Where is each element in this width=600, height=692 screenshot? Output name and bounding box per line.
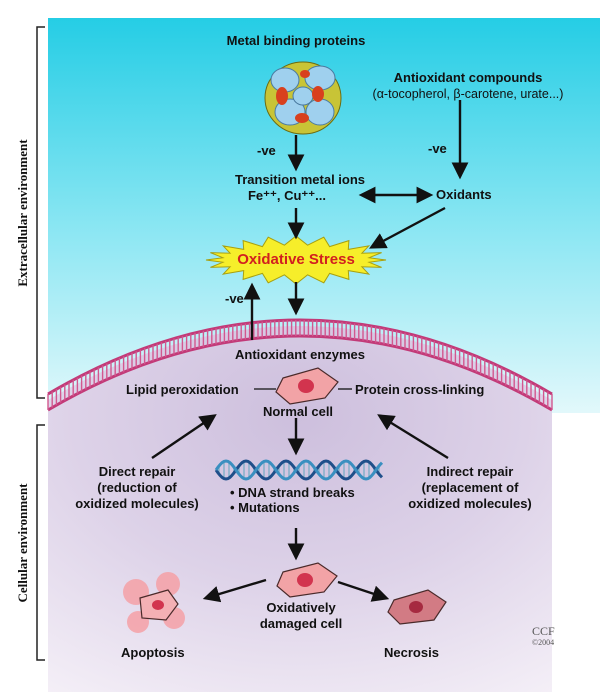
arrow-to-necrosis bbox=[337, 580, 390, 602]
necrosis-label: Necrosis bbox=[384, 645, 439, 660]
oxidatively-damaged-label: Oxidatively bbox=[266, 600, 336, 615]
oxidants-label: Oxidants bbox=[436, 187, 492, 202]
necrotic-cell-icon bbox=[387, 589, 447, 625]
metal-ions-examples-label: Fe⁺⁺, Cu⁺⁺... bbox=[247, 188, 326, 203]
damaged-cell-icon bbox=[276, 562, 338, 598]
antioxidant-enzymes-label: Antioxidant enzymes bbox=[234, 347, 366, 362]
damaged-cell-label: damaged cell bbox=[259, 616, 343, 631]
antioxidant-compounds-label: Antioxidant compounds bbox=[393, 70, 543, 85]
cellular-side-label: Cellular environment bbox=[15, 483, 30, 603]
extracellular-bracket bbox=[36, 26, 45, 399]
dna-strand-breaks-label: • DNA strand breaks bbox=[230, 485, 355, 500]
metal-binding-proteins-label: Metal binding proteins bbox=[226, 33, 366, 48]
arrow-oxidants-to-stress bbox=[369, 206, 446, 249]
arrow-indirect-repair bbox=[377, 414, 449, 460]
normal-cell-label: Normal cell bbox=[262, 404, 334, 419]
pathway-arrows bbox=[151, 100, 469, 603]
credit-year-label: ©2004 bbox=[532, 638, 555, 647]
extracellular-side-label: Extracellular environment bbox=[15, 139, 30, 287]
lipid-peroxidation-label: Lipid peroxidation bbox=[126, 382, 239, 397]
oxidative-stress-label: Oxidative Stress bbox=[237, 251, 355, 268]
direct-repair-label: Direct repair bbox=[98, 464, 176, 479]
arrow-to-apoptosis bbox=[202, 578, 267, 603]
mutations-label: • Mutations bbox=[230, 500, 300, 515]
dna-helix-icon bbox=[214, 459, 384, 481]
negative-regulation-label-right: -ve bbox=[428, 141, 447, 156]
indirect-repair-detail-1: (replacement of bbox=[421, 480, 519, 495]
protein-cross-linking-label: Protein cross-linking bbox=[355, 382, 485, 397]
direct-repair-detail-1: (reduction of bbox=[97, 480, 177, 495]
membrane-lipid-bilayer bbox=[47, 320, 553, 410]
cellular-bracket bbox=[36, 424, 45, 661]
antioxidant-compounds-examples: (α-tocopherol, β-carotene, urate...) bbox=[372, 87, 564, 101]
indirect-repair-label: Indirect repair bbox=[426, 464, 514, 479]
credit-label: CCF bbox=[532, 624, 555, 638]
normal-cell-icon bbox=[275, 367, 339, 405]
indirect-repair-detail-2: oxidized molecules) bbox=[408, 496, 532, 511]
negative-regulation-label-left: -ve bbox=[257, 143, 276, 158]
apoptotic-cell-icon bbox=[123, 572, 185, 633]
transition-metal-ions-label: Transition metal ions bbox=[234, 172, 366, 187]
oxidative-stress-starburst bbox=[205, 235, 387, 285]
apoptosis-label: Apoptosis bbox=[121, 645, 185, 660]
metal-binding-protein-icon bbox=[264, 61, 342, 135]
negative-regulation-label-enzymes: -ve bbox=[225, 291, 244, 306]
arrow-direct-repair bbox=[151, 414, 217, 459]
direct-repair-detail-2: oxidized molecules) bbox=[75, 496, 199, 511]
